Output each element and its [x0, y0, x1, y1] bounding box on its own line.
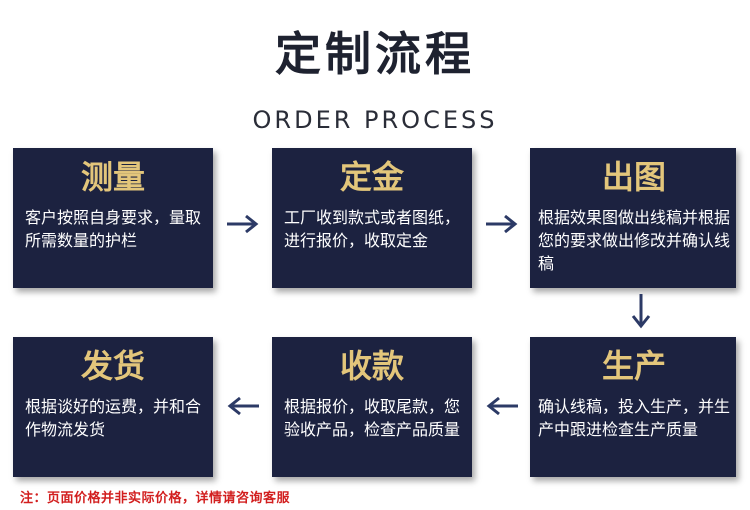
step-title: 发货: [80, 347, 145, 385]
step-title: 测量: [80, 158, 145, 196]
arrow-right-icon: [227, 214, 259, 234]
step-title: 生产: [601, 347, 666, 385]
step-description: 根据谈好的运费，并和合作物流发货: [25, 397, 202, 439]
step-card-payment: 收款 根据报价，收取尾款，您验收产品，检查产品质量: [272, 337, 472, 477]
arrow-right-icon: [486, 214, 518, 234]
step-card-measure: 测量 客户按照自身要求，量取所需数量的护栏: [13, 148, 213, 288]
page-title: 定制流程: [275, 27, 475, 81]
arrow-down-icon: [631, 294, 651, 329]
price-disclaimer: 注：页面价格并非实际价格，详情请咨询客服: [20, 491, 291, 506]
step-description: 根据报价，收取尾款，您验收产品，检查产品质量: [284, 397, 461, 439]
step-title: 定金: [339, 158, 404, 196]
step-title: 出图: [601, 158, 666, 196]
step-card-ship: 发货 根据谈好的运费，并和合作物流发货: [13, 337, 213, 477]
step-description: 客户按照自身要求，量取所需数量的护栏: [25, 208, 202, 250]
arrow-left-icon: [227, 396, 259, 416]
step-description: 工厂收到款式或者图纸，进行报价，收取定金: [284, 208, 461, 250]
arrow-left-icon: [486, 396, 518, 416]
step-title: 收款: [339, 347, 404, 385]
step-description: 根据效果图做出线稿并根据您的要求做出修改并确认线稿: [538, 208, 731, 273]
step-card-production: 生产 确认线稿，投入生产，并生产中跟进检查生产质量: [530, 337, 736, 477]
step-description: 确认线稿，投入生产，并生产中跟进检查生产质量: [538, 397, 731, 439]
page-subtitle: ORDER PROCESS: [252, 106, 498, 134]
step-card-deposit: 定金 工厂收到款式或者图纸，进行报价，收取定金: [272, 148, 472, 288]
step-card-drawing: 出图 根据效果图做出线稿并根据您的要求做出修改并确认线稿: [530, 148, 736, 288]
